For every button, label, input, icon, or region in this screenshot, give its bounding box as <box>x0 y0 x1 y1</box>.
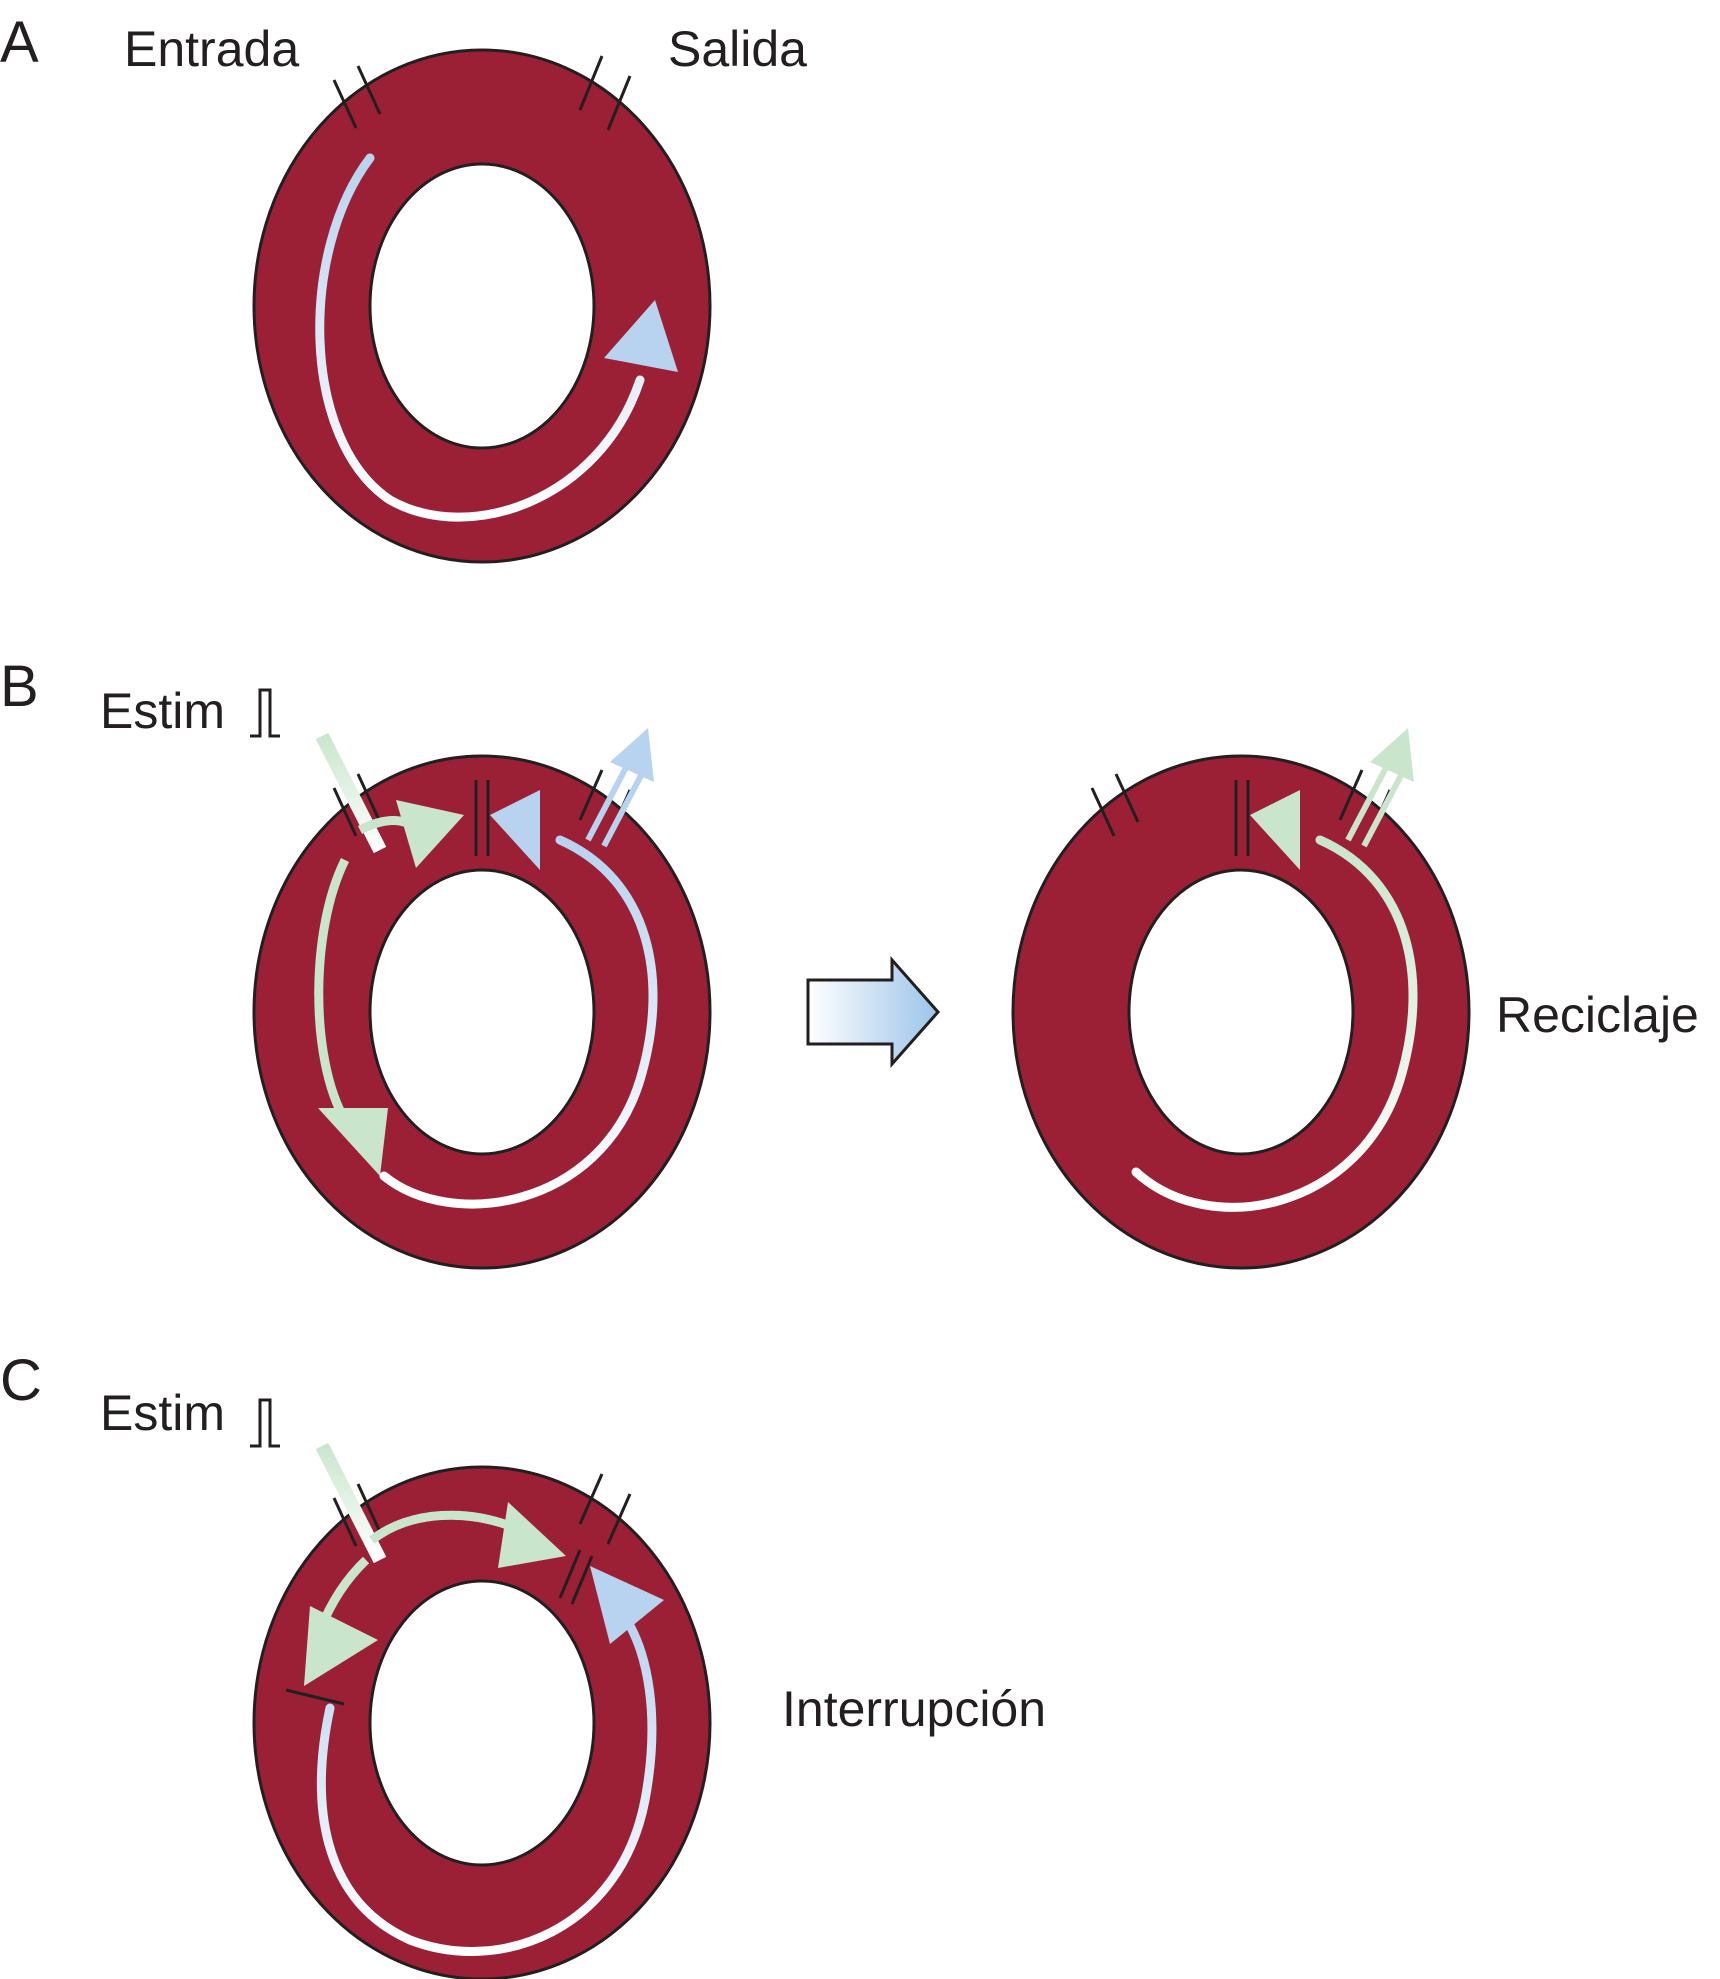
block-marks <box>474 780 490 856</box>
exit-blue-arrow <box>585 728 654 848</box>
green-arrowhead-icon <box>318 1108 388 1176</box>
recycling-label: Reciclaje <box>1496 987 1699 1043</box>
entry-tick-marks <box>1090 773 1140 837</box>
stimulus-entry-stem <box>315 732 387 854</box>
blue-wave-path <box>316 1605 657 1956</box>
exit-green-arrow <box>1345 728 1414 848</box>
green-arrowhead-icon <box>1250 790 1300 870</box>
panel-b-letter: B <box>0 654 39 719</box>
blue-arrowhead-icon <box>590 1566 664 1644</box>
entry-tick-marks <box>332 773 382 837</box>
panel-c-letter: C <box>0 1348 42 1413</box>
panel-b: B Estim <box>0 654 1699 1270</box>
green-arrowhead-icon <box>396 800 464 868</box>
entry-tick-marks <box>332 65 382 129</box>
stimulus-pulse-icon <box>250 688 280 738</box>
exit-label: Salida <box>668 21 807 77</box>
transition-arrow-icon <box>806 956 941 1068</box>
green-wave-left <box>314 857 350 1123</box>
panel-a-letter: A <box>0 10 39 75</box>
interruption-label: Interrupción <box>782 1681 1046 1737</box>
wavefront-arrowhead-icon <box>604 300 678 372</box>
panel-c: C Estim Interrupción <box>0 1348 1046 1979</box>
unidirectional-block-mark <box>285 1688 345 1706</box>
stim-label: Estim <box>100 1385 225 1441</box>
wavefront-path <box>315 153 645 522</box>
central-obstacle <box>368 162 596 450</box>
stimulus-pulse-icon <box>250 1398 280 1448</box>
stimulus-entry-stem <box>315 1442 387 1564</box>
blue-wave-path <box>379 835 658 1209</box>
block-marks <box>558 1549 594 1605</box>
entry-label: Entrada <box>124 21 299 77</box>
blue-arrowhead-icon <box>490 790 540 870</box>
green-arrowhead-icon <box>498 1502 566 1568</box>
entry-tick-marks <box>332 1483 382 1547</box>
central-obstacle-left <box>368 868 596 1156</box>
block-marks <box>1234 780 1250 856</box>
exit-tick-marks <box>578 1473 632 1545</box>
central-obstacle <box>368 1579 596 1867</box>
recycling-wave-path <box>1131 835 1418 1212</box>
central-obstacle-right <box>1127 868 1355 1156</box>
exit-tick-marks <box>578 55 632 131</box>
panel-a: A Entrada Salida <box>0 10 807 564</box>
stim-label: Estim <box>100 683 225 739</box>
green-wave-right <box>369 1510 522 1544</box>
green-arrowhead-icon <box>304 1606 378 1686</box>
